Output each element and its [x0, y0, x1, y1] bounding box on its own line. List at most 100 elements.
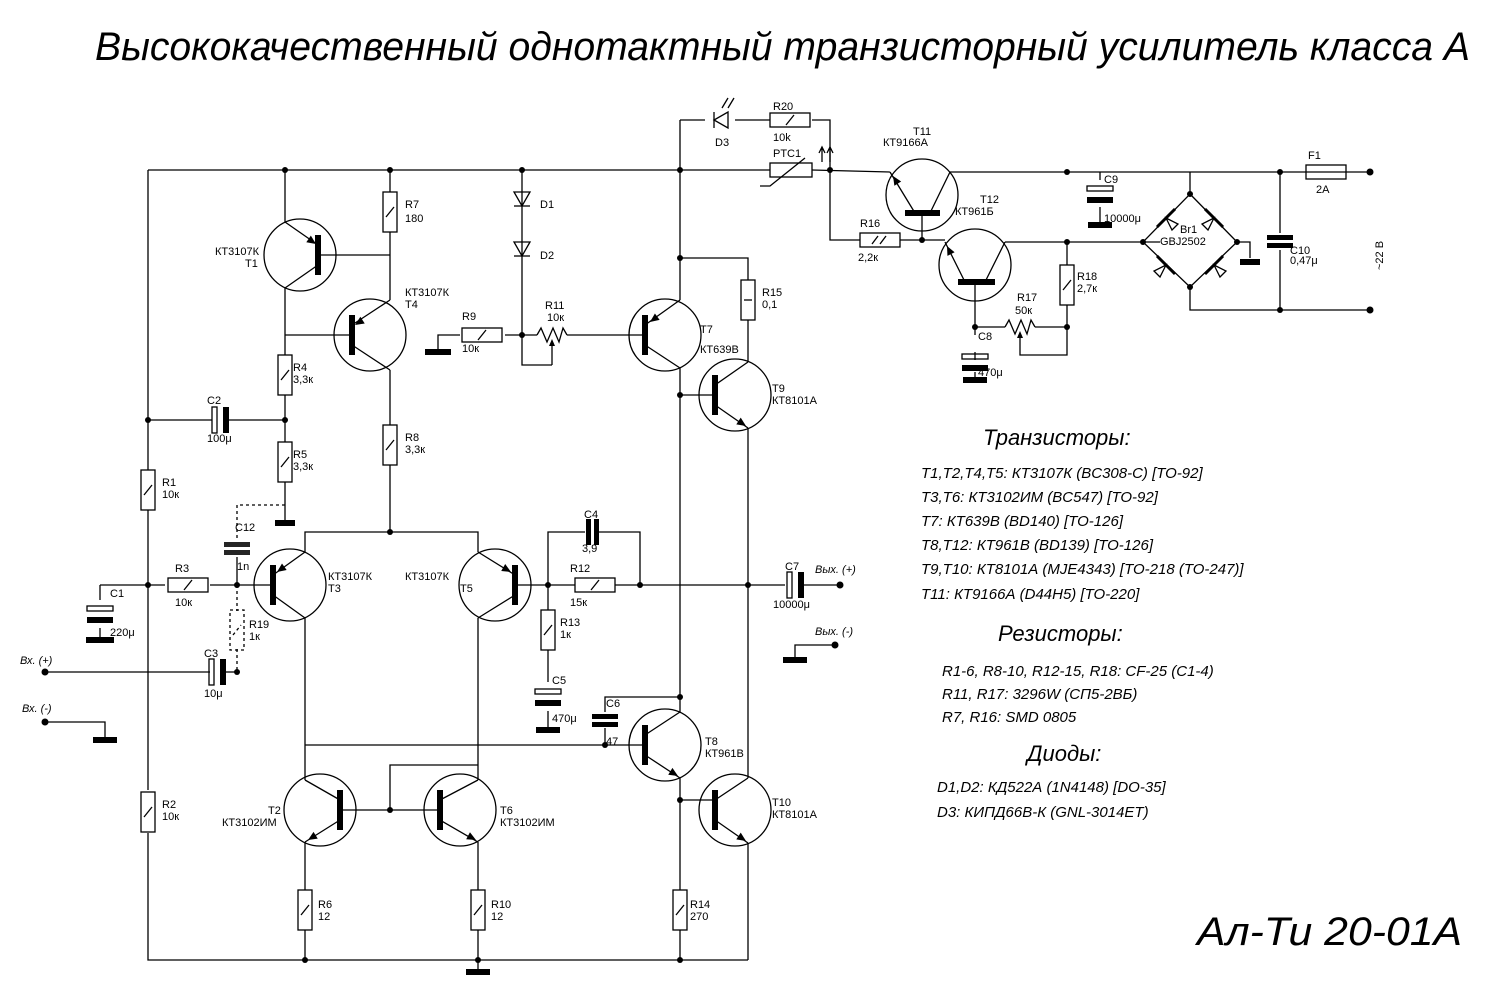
wire	[812, 119, 860, 241]
output-minus-label: Вых. (-)	[815, 626, 853, 638]
transistor-body	[698, 773, 772, 847]
transistor-emitter-arrow	[736, 417, 746, 426]
terminal-icon	[41, 718, 49, 726]
capacitor-plate	[592, 722, 618, 727]
c5-label: C5	[552, 675, 566, 687]
c7-capacitor	[786, 571, 804, 599]
potentiometer-wiper-arrow	[549, 339, 555, 346]
transistor-lead	[644, 344, 681, 369]
junction-dot	[387, 167, 393, 173]
r17-value: 50к	[1015, 305, 1032, 317]
d1-label: D1	[540, 199, 554, 211]
capacitor-plate	[594, 519, 599, 545]
c4-label: C4	[584, 509, 598, 521]
resistor-slash	[473, 904, 483, 916]
c9-capacitor	[1086, 185, 1114, 203]
junction-dot	[545, 582, 551, 588]
c1-capacitor	[86, 605, 114, 623]
transistor-lead	[439, 779, 479, 801]
transistor-body	[628, 298, 702, 372]
capacitor-plate	[1267, 235, 1293, 240]
r7-body	[382, 191, 398, 233]
resistor-slash	[143, 484, 153, 496]
capacitor-plate	[1267, 243, 1293, 248]
wire	[599, 531, 641, 585]
r20-resistor	[769, 112, 811, 128]
junction-dot	[234, 582, 240, 588]
r19-value: 1к	[249, 631, 260, 643]
r20-body	[769, 112, 811, 128]
r16-body	[859, 232, 901, 248]
legend-resistor-line: R7, R16: SMD 0805	[942, 709, 1077, 726]
transistor-lead	[714, 777, 749, 801]
bridge-diode-triangle	[1152, 263, 1168, 279]
r12-label: R12	[570, 563, 590, 575]
r6-resistor	[297, 889, 313, 931]
r13-body	[540, 609, 556, 651]
r4-value: 3,3к	[293, 374, 313, 386]
diode-triangle	[512, 191, 532, 208]
resistor-slash	[300, 904, 310, 916]
capacitor-plate	[592, 714, 618, 719]
r3-body	[167, 577, 209, 593]
t8-value: КТ961В	[705, 748, 744, 760]
terminal-icon	[1366, 168, 1374, 176]
resistor-slash	[543, 624, 553, 636]
transistor-body	[333, 298, 407, 372]
ground-icon	[1240, 259, 1260, 265]
transistor-emitter-arrow	[736, 832, 746, 841]
terminal-icon	[831, 641, 839, 649]
r11-label: R11	[545, 300, 564, 312]
c10-capacitor	[1267, 235, 1293, 248]
r18-label: R18	[1077, 271, 1097, 283]
capacitor-plate	[223, 407, 229, 433]
transistor-lead	[272, 594, 306, 619]
c3-value: 10μ	[204, 688, 223, 700]
transistor-emitter-arrow	[306, 235, 316, 244]
transistor-lead	[304, 779, 341, 801]
t3-value: КТ3107К	[328, 571, 373, 583]
ground-icon	[466, 969, 490, 975]
junction-dot	[519, 167, 525, 173]
r16-value: 2,2к	[858, 252, 878, 264]
c3-capacitor	[208, 658, 226, 686]
r15-body	[740, 279, 756, 321]
c2-label: C2	[207, 395, 221, 407]
ptc1-label: PTC1	[773, 148, 801, 160]
d3-label: D3	[715, 137, 729, 149]
t4-transistor	[333, 298, 407, 372]
r5-body	[277, 441, 293, 483]
r16-label: R16	[860, 218, 880, 230]
c6-value: 47	[606, 736, 618, 748]
c2-capacitor	[211, 406, 229, 434]
wire	[437, 334, 460, 350]
r3-label: R3	[175, 563, 189, 575]
r19-resistor	[229, 609, 245, 651]
legend-transistor-line: T11: КТ9166А (D44H5) [TO-220]	[921, 586, 1140, 603]
wire	[811, 169, 891, 173]
r3-value: 10к	[175, 597, 192, 609]
c5-value: 470μ	[552, 713, 577, 725]
c4-value: 3,9	[582, 543, 597, 555]
transistor-lead	[351, 344, 391, 371]
legend-diode-line: D3: КИПД66В-К (GNL-3014ET)	[937, 804, 1149, 821]
junction-dot	[387, 529, 393, 535]
junction-dot	[677, 255, 683, 261]
r19-label: R19	[249, 619, 269, 631]
wire	[604, 696, 680, 712]
junction-dot	[1064, 239, 1070, 245]
t7-value: КТ639В	[700, 344, 739, 356]
t10-value: КТ8101А	[772, 809, 818, 821]
f1-fuse	[1305, 164, 1347, 180]
mains-voltage-label: ~22 В	[1374, 241, 1386, 270]
legend-transistor-line: T7: КТ639В (BD140) [TO-126]	[921, 513, 1124, 530]
parts-legend: Транзисторы: T1,T2,T4,T5: КТ3107К (BC308…	[921, 425, 1244, 821]
resistor-slash	[675, 904, 685, 916]
r7-label: R7	[405, 199, 419, 211]
components	[41, 97, 1374, 975]
junction-dot	[677, 957, 683, 963]
terminal-icon	[41, 668, 49, 676]
terminal-icon	[1366, 306, 1374, 314]
transistor-lead	[477, 594, 516, 619]
